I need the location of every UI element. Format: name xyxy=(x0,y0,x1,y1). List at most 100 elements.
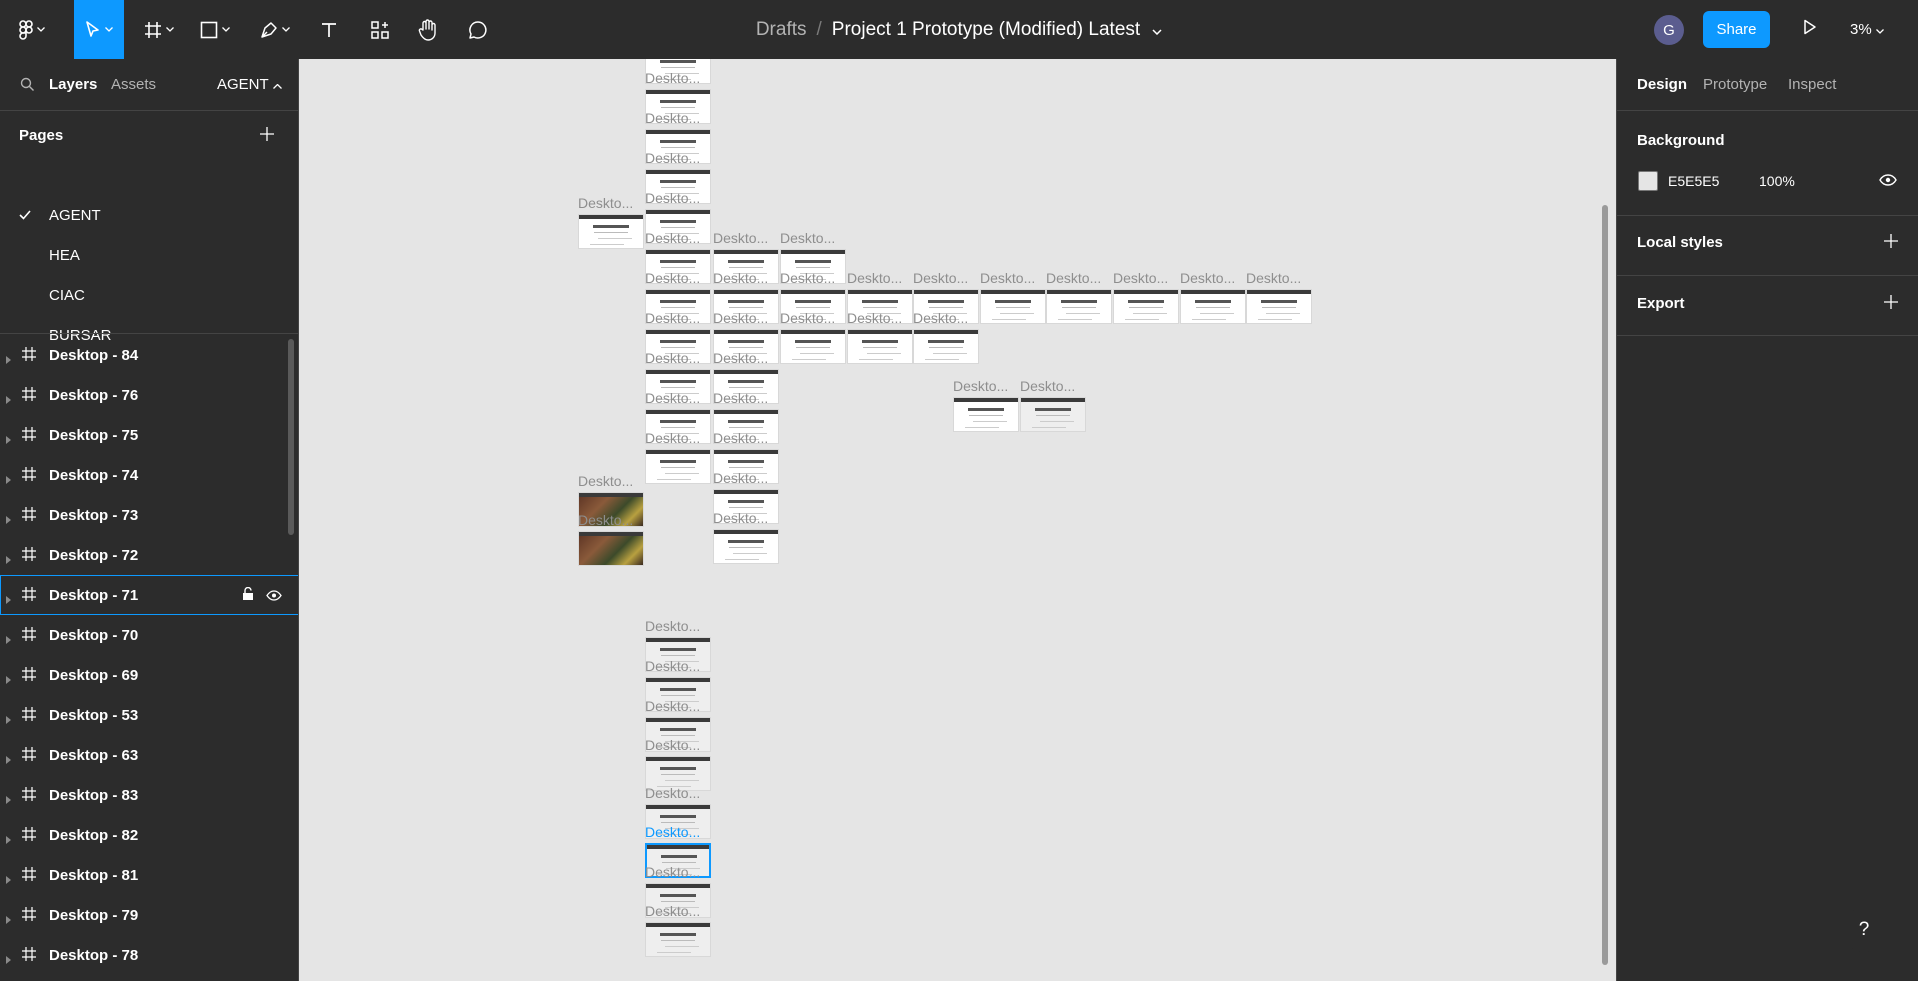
move-tool-button[interactable] xyxy=(74,0,124,59)
layers-scrollbar[interactable] xyxy=(288,339,294,535)
expand-arrow-icon[interactable] xyxy=(6,631,11,648)
frame-label[interactable]: Deskto... xyxy=(645,737,701,753)
share-button[interactable]: Share xyxy=(1703,11,1770,48)
frame-thumbnail[interactable] xyxy=(645,637,711,672)
expand-arrow-icon[interactable] xyxy=(6,911,11,928)
expand-arrow-icon[interactable] xyxy=(6,831,11,848)
frame-label[interactable]: Deskto... xyxy=(645,350,701,366)
expand-arrow-icon[interactable] xyxy=(6,711,11,728)
frame-thumbnail[interactable] xyxy=(645,129,711,164)
frame-thumbnail[interactable] xyxy=(1180,289,1246,324)
hand-tool-button[interactable] xyxy=(410,0,446,59)
expand-arrow-icon[interactable] xyxy=(6,791,11,808)
page-item-bursar[interactable]: BURSAR xyxy=(0,315,298,355)
layer-row[interactable]: Desktop - 75 xyxy=(0,415,298,455)
frame-thumbnail[interactable] xyxy=(713,369,779,404)
text-tool-button[interactable] xyxy=(312,0,346,59)
unlock-icon[interactable] xyxy=(242,586,254,605)
frame-thumbnail[interactable] xyxy=(1046,289,1112,324)
frame-label[interactable]: Deskto... xyxy=(713,310,769,326)
resources-tool-button[interactable] xyxy=(362,0,398,59)
frame-thumbnail[interactable] xyxy=(953,397,1019,432)
add-export-button[interactable] xyxy=(1884,295,1898,314)
layer-row[interactable]: Desktop - 84 xyxy=(0,335,298,375)
tab-assets[interactable]: Assets xyxy=(111,76,157,93)
frame-label[interactable]: Deskto... xyxy=(645,864,701,880)
layer-row[interactable]: Desktop - 72 xyxy=(0,535,298,575)
frame-label[interactable]: Deskto... xyxy=(645,824,701,840)
frame-label[interactable]: Deskto... xyxy=(780,230,836,246)
frame-label[interactable]: Deskto... xyxy=(713,350,769,366)
frame-thumbnail[interactable] xyxy=(645,883,711,918)
tab-prototype[interactable]: Prototype xyxy=(1703,76,1768,93)
expand-arrow-icon[interactable] xyxy=(6,951,11,968)
background-hex-input[interactable]: E5E5E5 xyxy=(1668,173,1720,189)
layer-row[interactable]: Desktop - 53 xyxy=(0,695,298,735)
avatar[interactable]: G xyxy=(1654,15,1684,45)
frame-thumbnail[interactable] xyxy=(645,843,711,878)
frame-label[interactable]: Deskto... xyxy=(1246,270,1302,286)
search-icon[interactable] xyxy=(20,77,35,97)
pen-tool-button[interactable] xyxy=(250,0,300,59)
frame-thumbnail[interactable] xyxy=(645,59,711,84)
layer-row[interactable]: Desktop - 83 xyxy=(0,775,298,815)
frame-thumbnail[interactable] xyxy=(645,804,711,839)
eye-icon[interactable] xyxy=(266,588,282,605)
expand-arrow-icon[interactable] xyxy=(6,431,11,448)
design-canvas[interactable]: Deskto... Deskto... Deskto... Deskto... Desk… xyxy=(300,59,1616,981)
expand-arrow-icon[interactable] xyxy=(6,591,11,608)
frame-label[interactable]: Deskto... xyxy=(780,270,836,286)
frame-thumbnail[interactable] xyxy=(645,369,711,404)
current-page-dropdown[interactable]: AGENT xyxy=(217,76,282,93)
layer-row[interactable]: Desktop - 76 xyxy=(0,375,298,415)
frame-label[interactable]: Deskto... xyxy=(645,618,701,634)
expand-arrow-icon[interactable] xyxy=(6,511,11,528)
frame-label[interactable]: Deskto... xyxy=(645,190,701,206)
frame-label[interactable]: Deskto... xyxy=(713,270,769,286)
add-page-button[interactable] xyxy=(260,127,274,146)
frame-label[interactable]: Deskto... xyxy=(847,310,903,326)
frame-label[interactable]: Deskto... xyxy=(1113,270,1169,286)
frame-label[interactable]: Deskto... xyxy=(713,470,769,486)
frame-label[interactable]: Deskto... xyxy=(578,512,634,528)
add-style-button[interactable] xyxy=(1884,234,1898,253)
frame-thumbnail[interactable] xyxy=(1113,289,1179,324)
frame-thumbnail[interactable] xyxy=(645,409,711,444)
frame-thumbnail[interactable] xyxy=(645,677,711,712)
frame-label[interactable]: Deskto... xyxy=(913,270,969,286)
frame-label[interactable]: Deskto... xyxy=(953,378,1009,394)
frame-thumbnail[interactable] xyxy=(645,329,711,364)
chevron-down-icon[interactable] xyxy=(1152,19,1162,41)
eye-icon[interactable] xyxy=(1879,173,1897,191)
frame-thumbnail[interactable] xyxy=(578,214,644,249)
frame-thumbnail[interactable] xyxy=(645,717,711,752)
canvas-scrollbar[interactable] xyxy=(1602,205,1608,965)
file-title[interactable]: Project 1 Prototype (Modified) Latest xyxy=(831,18,1141,40)
layer-row[interactable]: Desktop - 70 xyxy=(0,615,298,655)
zoom-menu[interactable]: 3% xyxy=(1850,0,1884,59)
main-menu-button[interactable] xyxy=(10,0,54,59)
frame-label[interactable]: Deskto... xyxy=(578,473,634,489)
tab-layers[interactable]: Layers xyxy=(49,76,98,93)
frame-label[interactable]: Deskto... xyxy=(645,390,701,406)
page-item-ciac[interactable]: CIAC xyxy=(0,275,298,315)
expand-arrow-icon[interactable] xyxy=(6,751,11,768)
expand-arrow-icon[interactable] xyxy=(6,351,11,368)
frame-thumbnail[interactable] xyxy=(713,449,779,484)
frame-label[interactable]: Deskto... xyxy=(645,110,701,126)
frame-label[interactable]: Deskto... xyxy=(645,698,701,714)
frame-thumbnail[interactable] xyxy=(847,289,913,324)
frame-thumbnail[interactable] xyxy=(780,289,846,324)
layer-row[interactable]: Desktop - 69 xyxy=(0,655,298,695)
frame-thumbnail[interactable] xyxy=(645,209,711,244)
layer-row[interactable]: Desktop - 78 xyxy=(0,935,298,975)
help-button[interactable]: ? xyxy=(1842,908,1886,952)
frame-thumbnail[interactable] xyxy=(645,249,711,284)
frame-thumbnail[interactable] xyxy=(578,492,644,527)
tab-design[interactable]: Design xyxy=(1637,76,1688,93)
frame-thumbnail[interactable] xyxy=(1246,289,1312,324)
frame-thumbnail[interactable] xyxy=(913,329,979,364)
frame-label[interactable]: Deskto... xyxy=(645,150,701,166)
frame-label[interactable]: Deskto... xyxy=(578,195,634,211)
frame-tool-button[interactable] xyxy=(137,0,181,59)
